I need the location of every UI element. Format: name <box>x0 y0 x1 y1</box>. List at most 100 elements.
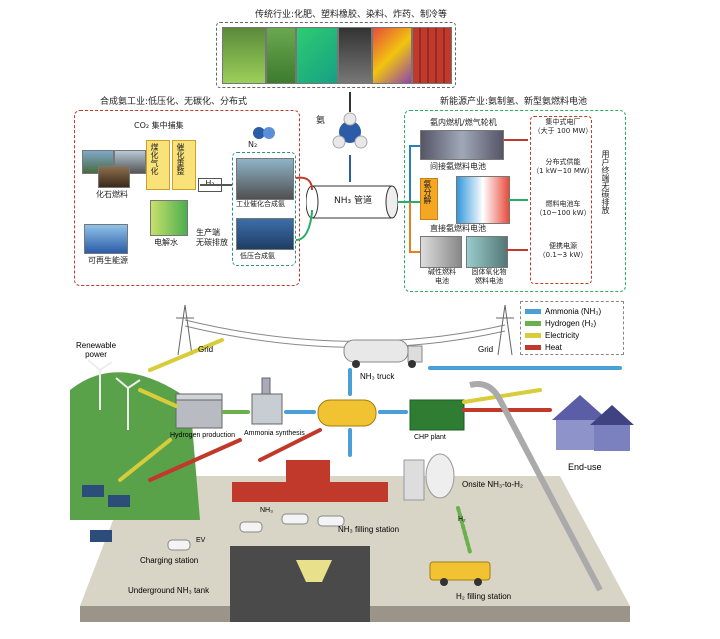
farmer-photo <box>266 27 296 84</box>
central-plant-label: 集中式电厂 （大于 100 MW） <box>533 118 593 135</box>
hydrogen-production-label: Hydrogen production <box>170 432 235 439</box>
producer-label: 生产端 无碳排放 <box>196 228 228 247</box>
flow-electricity-3 <box>118 438 172 482</box>
wind-turbines <box>87 359 141 430</box>
legend-label: Hydrogen (H₂) <box>545 318 597 328</box>
nh3-filling-label: NH₃ filling station <box>338 525 400 534</box>
top-arrows <box>200 92 528 253</box>
ev-label: EV <box>196 537 206 544</box>
underground-tank <box>230 546 370 622</box>
n2-molecule-icon <box>252 124 276 142</box>
decomp-box: 氨分解 <box>420 178 438 220</box>
renewable-label: 可再生能源 <box>88 256 128 265</box>
lowpressure-label: 低压合成氨 <box>240 252 275 260</box>
sofc-label: 固体氧化物 燃料电池 <box>471 268 507 285</box>
industrial-group <box>232 152 296 266</box>
nh3-filling-station <box>232 460 388 502</box>
grid-right-label: Grid <box>478 345 494 354</box>
legend-item: Hydrogen (H₂) <box>525 317 619 329</box>
portable-label: 便携电源 （0.1~3 kW） <box>538 242 588 259</box>
synthesis-box <box>74 110 300 286</box>
new-energy-label: 新能源产业:氨制氢、新型氨燃料电池 <box>440 97 588 107</box>
rubber-photo <box>338 27 372 84</box>
end-use-label: End-use <box>568 462 602 472</box>
hydrogen-production-unit <box>175 393 223 429</box>
electrolysis-photo <box>150 200 188 236</box>
explosive-photo <box>412 27 452 84</box>
synthesis-industry-label: 合成氨工业:低压化、无碳化、分布式 <box>100 97 248 107</box>
turbine-photo <box>420 130 504 160</box>
traditional-industry-label: 传统行业:化肥、塑料橡胶、染料、炸药、制冷等 <box>254 10 448 20</box>
distributed-label: 分布式供能 （1 kW~10 MW） <box>532 158 594 175</box>
nh3-tank <box>317 399 377 427</box>
fossil-fuel-label: 化石燃料 <box>96 190 128 199</box>
industrial-label: 工业催化合成氨 <box>236 200 285 208</box>
vehicle-label: 燃料电池车 （10~100 kW） <box>535 200 591 217</box>
flow-heat-3 <box>148 438 242 482</box>
legend-item: Ammonia (NH₃) <box>525 305 619 317</box>
direct-label: 直接氨燃料电池 <box>430 224 486 233</box>
legend-label: Heat <box>545 342 562 352</box>
ammonia-synthesis-unit <box>251 377 283 425</box>
energy-system-illustration <box>70 304 634 622</box>
flow-electricity-2 <box>138 388 178 408</box>
reform-label: 催化重整 <box>176 143 185 175</box>
industrial-photo <box>236 158 294 200</box>
sofc-photo <box>466 236 508 268</box>
chp-plant <box>409 399 465 431</box>
lowpressure-photo <box>236 218 294 250</box>
nh3-truck <box>343 339 423 368</box>
flow-h2-2 <box>456 506 472 554</box>
flow-electricity-4 <box>462 388 542 404</box>
onsite-label: Onsite NH₃-to-H₂ <box>462 480 524 489</box>
legend: Ammonia (NH₃) Hydrogen (H₂) Electricity … <box>520 301 624 355</box>
pipeline-label: NH₃ 管道 <box>334 196 372 206</box>
indirect-label: 间接氨燃料电池 <box>430 162 486 171</box>
applications-group <box>530 116 592 284</box>
decomp-label: 氨分解 <box>423 180 432 204</box>
h2-filling-label: H₂ filling station <box>456 592 512 601</box>
dye-photo <box>372 27 412 84</box>
turbine-label: 氨内燃机/燃气轮机 <box>430 118 497 127</box>
ammonia-synthesis-label: Ammonia synthesis <box>244 430 305 437</box>
underground-label: Underground NH₃ tank <box>128 586 210 595</box>
pipe-loop <box>469 381 603 592</box>
onsite-tanks <box>403 453 455 501</box>
traditional-industry-box <box>216 22 456 88</box>
gasify-box: 煤化气化 <box>146 140 170 190</box>
alkaline-label: 碱性燃料 电池 <box>428 268 456 285</box>
alkaline-photo <box>420 236 462 268</box>
end-use-houses <box>552 395 634 451</box>
ammonia-label: 氨 <box>316 116 326 126</box>
legend-item: Electricity <box>525 329 619 341</box>
charging-label: Charging station <box>140 556 199 565</box>
chp-label: CHP plant <box>414 434 446 441</box>
grid-left-label: Grid <box>198 345 214 354</box>
filling-cars <box>167 513 345 551</box>
ground-platform <box>80 476 630 606</box>
fossil-photo-3 <box>98 166 130 188</box>
pylon-right <box>496 304 514 356</box>
flow-heat-2 <box>258 428 322 462</box>
nh3-small-label: NH₃ <box>260 507 273 514</box>
legend-arrow-icon <box>525 320 541 326</box>
electrolysis-label: 电解水 <box>154 238 178 247</box>
gasify-label: 煤化气化 <box>150 143 159 175</box>
flow-electricity-1 <box>148 338 224 372</box>
rice-field-photo <box>222 27 266 84</box>
h2-small-label: H₂ <box>458 516 466 523</box>
pylon-left <box>176 304 194 356</box>
h2-label: H₂ <box>205 179 215 188</box>
power-line <box>184 319 506 342</box>
renewable-hill <box>70 372 200 520</box>
reform-box: 催化重整 <box>172 140 196 190</box>
h2-bus <box>429 561 491 586</box>
ammonia-molecule-icon <box>330 112 370 152</box>
renewable-photo <box>84 224 128 254</box>
legend-arrow-icon <box>525 308 541 314</box>
user-terminal-label: 用户终端无碳排放 <box>601 150 610 214</box>
co2-capture-label: CO₂ 集中捕集 <box>134 121 184 130</box>
legend-item: Heat <box>525 341 619 353</box>
legend-label: Electricity <box>545 330 580 340</box>
legend-arrow-icon <box>525 344 541 350</box>
